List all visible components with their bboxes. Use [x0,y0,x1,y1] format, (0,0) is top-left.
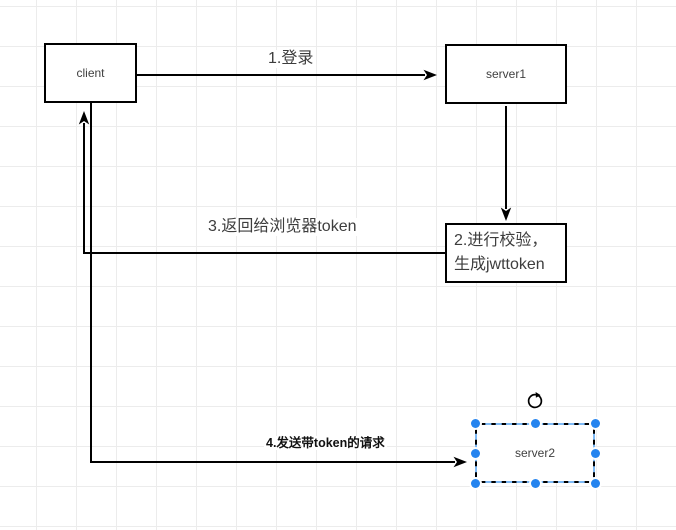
resize-handle-w[interactable] [470,448,480,458]
node-validate[interactable]: 2.进行校验， 生成jwttoken [445,223,567,283]
edge-label-send-token[interactable]: 4.发送带token的请求 [264,436,387,451]
resize-handle-nw[interactable] [470,418,480,428]
node-validate-label-line2: 生成jwttoken [454,256,545,273]
rotate-clockwise-icon [527,392,543,409]
node-server2-label: server2 [514,446,555,460]
resize-handle-sw[interactable] [470,478,480,488]
resize-handle-e[interactable] [590,448,600,458]
edge-login[interactable] [137,69,437,81]
rotate-handle[interactable] [526,392,544,410]
edge-label-return-token[interactable]: 3.返回给浏览器token [206,218,359,237]
resize-handle-s[interactable] [530,478,540,488]
edge-verify-arrowhead [500,207,512,221]
edge-login-arrowhead [423,69,437,81]
node-server1-label: server1 [485,67,526,81]
edge-label-login[interactable]: 1.登录 [266,50,316,69]
node-client-label: client [76,66,105,80]
resize-handle-ne[interactable] [590,418,600,428]
edge-send-token-arrowhead [453,456,467,468]
node-server1[interactable]: server1 [445,44,567,104]
node-server2[interactable]: server2 [475,423,595,483]
node-client[interactable]: client [44,43,137,103]
resize-handle-n[interactable] [530,418,540,428]
node-validate-label-line1: 2.进行校验， [454,232,548,249]
edge-verify[interactable] [500,106,512,221]
edge-send-token[interactable] [90,103,467,468]
edge-send-token-line[interactable] [90,103,455,463]
edge-return-token-arrowhead [78,111,90,125]
resize-handle-se[interactable] [590,478,600,488]
